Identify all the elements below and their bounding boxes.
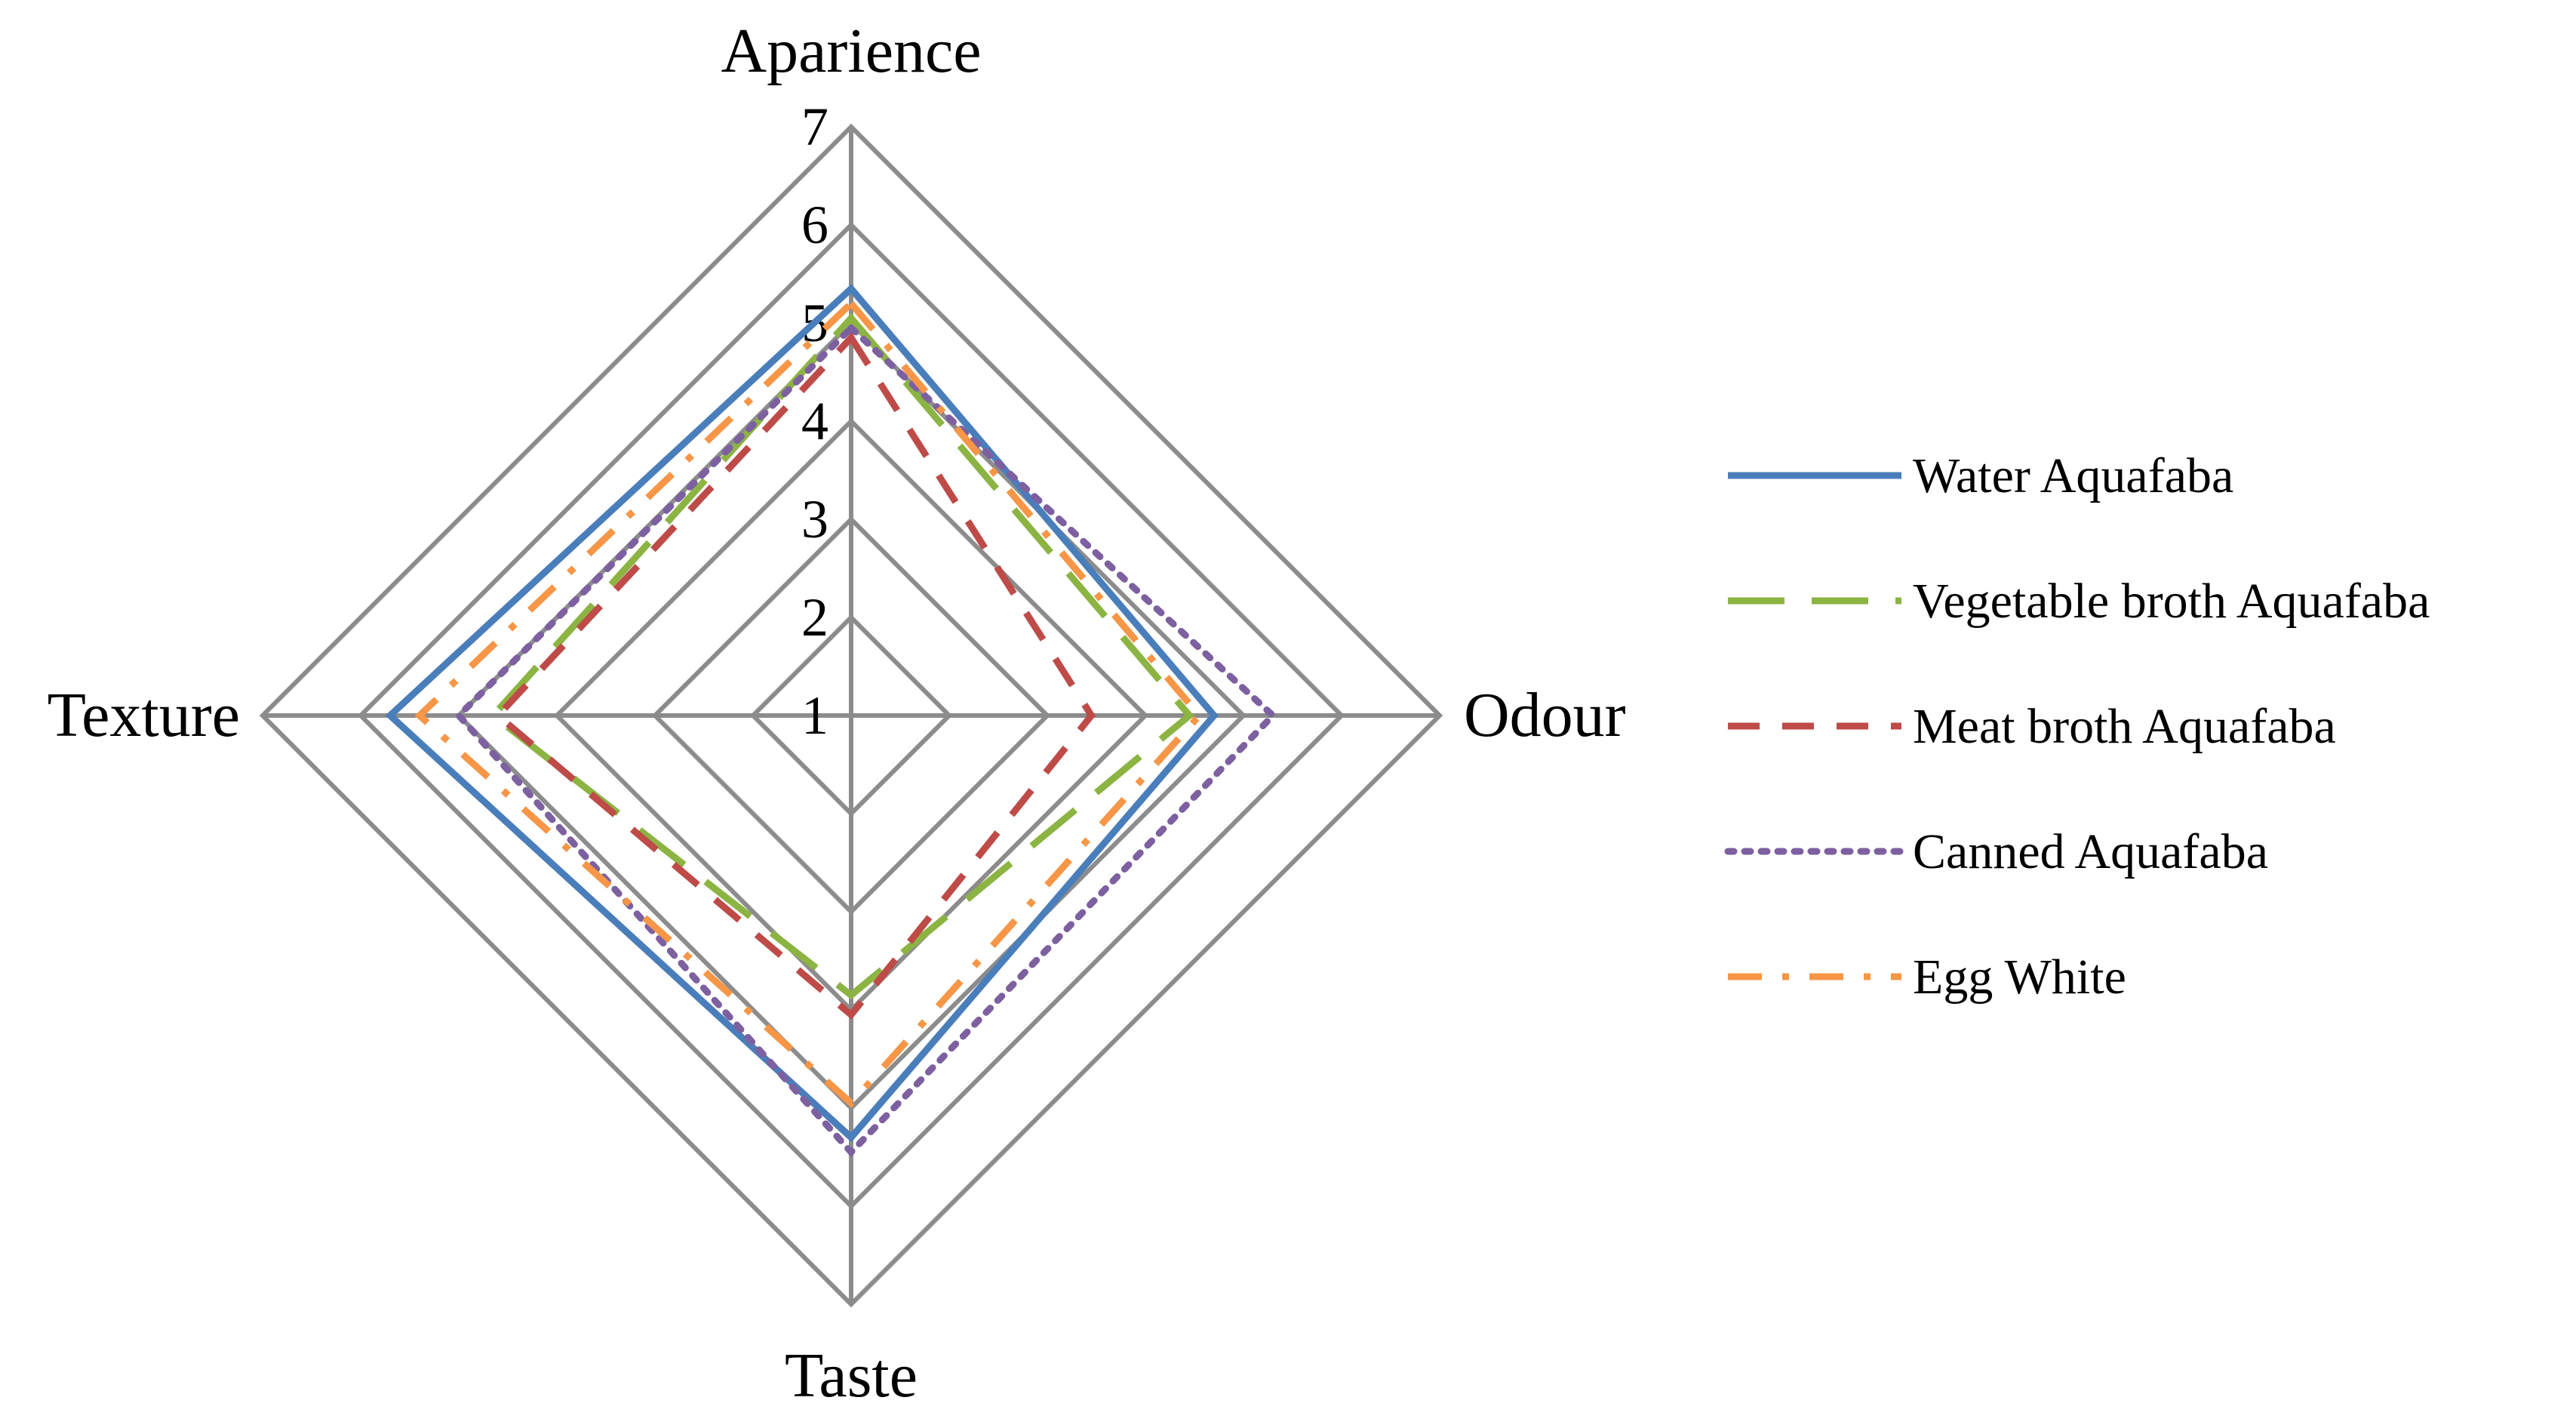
axis-label: Odour (1464, 680, 1626, 750)
series-line (453, 323, 1278, 1158)
legend-label: Vegetable broth Aquafaba (1913, 574, 2430, 629)
axis-label: Taste (785, 1340, 918, 1411)
tick-label: 1 (801, 685, 828, 746)
legend-label: Egg White (1913, 950, 2126, 1005)
legend-label: Meat broth Aquafaba (1913, 699, 2336, 754)
tick-label: 3 (801, 489, 828, 549)
series-line (385, 284, 1219, 1143)
tick-label: 4 (801, 391, 828, 451)
series-line (487, 312, 1194, 1000)
tick-label: 2 (801, 587, 828, 648)
series-line (493, 332, 1096, 1020)
axis-label: Texture (48, 680, 240, 750)
legend-label: Water Aquafaba (1913, 448, 2233, 503)
tick-label: 7 (801, 97, 828, 157)
series-lines (385, 284, 1278, 1158)
legend-label: Canned Aquafaba (1913, 824, 2268, 879)
series-line (414, 298, 1204, 1108)
axis-label: Aparience (721, 16, 981, 86)
tick-label: 6 (801, 195, 828, 255)
